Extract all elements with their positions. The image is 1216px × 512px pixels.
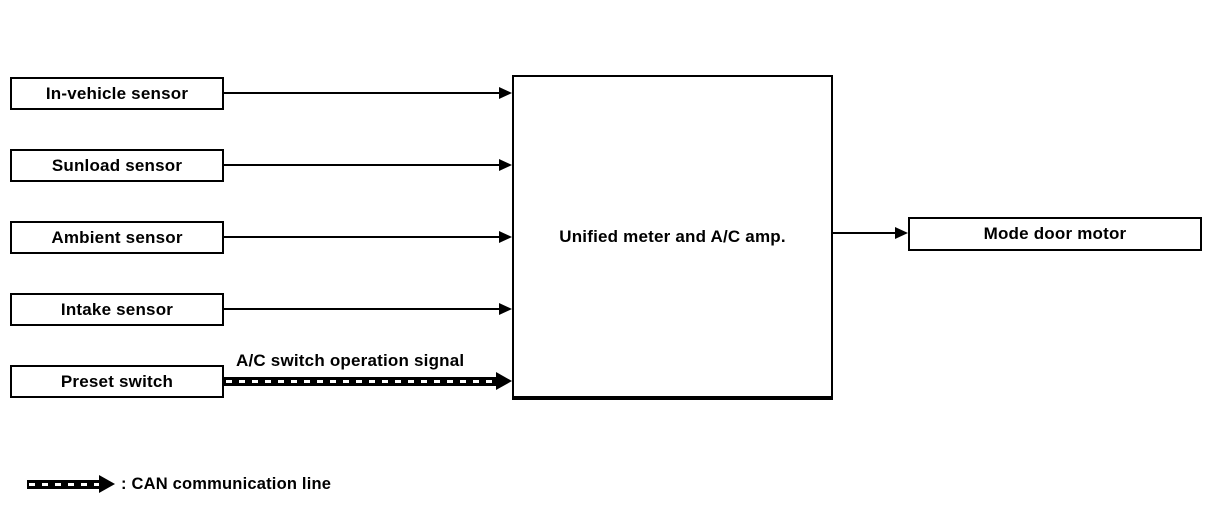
arrowhead-icon <box>499 231 512 243</box>
box-label: Ambient sensor <box>51 227 183 247</box>
arrow-in-vehicle-to-amp <box>224 87 512 99</box>
arrowhead-icon <box>895 227 908 239</box>
arrow-intake-to-amp <box>224 303 512 315</box>
legend: : CAN communication line <box>27 474 331 494</box>
can-signal-label: A/C switch operation signal <box>236 351 465 370</box>
box-label: Unified meter and A/C amp. <box>559 226 786 246</box>
arrowhead-icon <box>496 372 512 390</box>
box-in-vehicle-sensor: In-vehicle sensor <box>10 77 224 110</box>
box-label: Sunload sensor <box>51 155 183 175</box>
box-unified-meter-ac-amp: Unified meter and A/C amp. <box>512 75 833 400</box>
box-preset-switch: Preset switch <box>10 365 224 398</box>
box-label: Intake sensor <box>60 299 174 319</box>
arrow-line <box>224 236 499 238</box>
legend-can-arrow-icon <box>27 475 115 493</box>
arrow-ambient-to-amp <box>224 231 512 243</box>
arrowhead-icon <box>499 87 512 99</box>
can-line <box>224 376 496 386</box>
box-ambient-sensor: Ambient sensor <box>10 221 224 254</box>
arrow-line <box>832 232 895 234</box>
box-label: Preset switch <box>60 371 174 391</box>
arrow-line <box>224 308 499 310</box>
box-label: In-vehicle sensor <box>45 83 189 103</box>
arrow-sunload-to-amp <box>224 159 512 171</box>
can-arrow-preset-to-amp <box>224 372 512 390</box>
box-mode-door-motor: Mode door motor <box>908 217 1202 251</box>
arrow-amp-to-mode-door-motor <box>832 227 908 239</box>
arrow-line <box>224 164 499 166</box>
can-line <box>27 479 99 489</box>
arrowhead-icon <box>499 159 512 171</box>
box-sunload-sensor: Sunload sensor <box>10 149 224 182</box>
arrowhead-icon <box>499 303 512 315</box>
arrowhead-icon <box>99 475 115 493</box>
box-intake-sensor: Intake sensor <box>10 293 224 326</box>
legend-label: : CAN communication line <box>121 474 332 493</box>
arrow-line <box>224 92 499 94</box>
box-label: Mode door motor <box>983 224 1127 243</box>
